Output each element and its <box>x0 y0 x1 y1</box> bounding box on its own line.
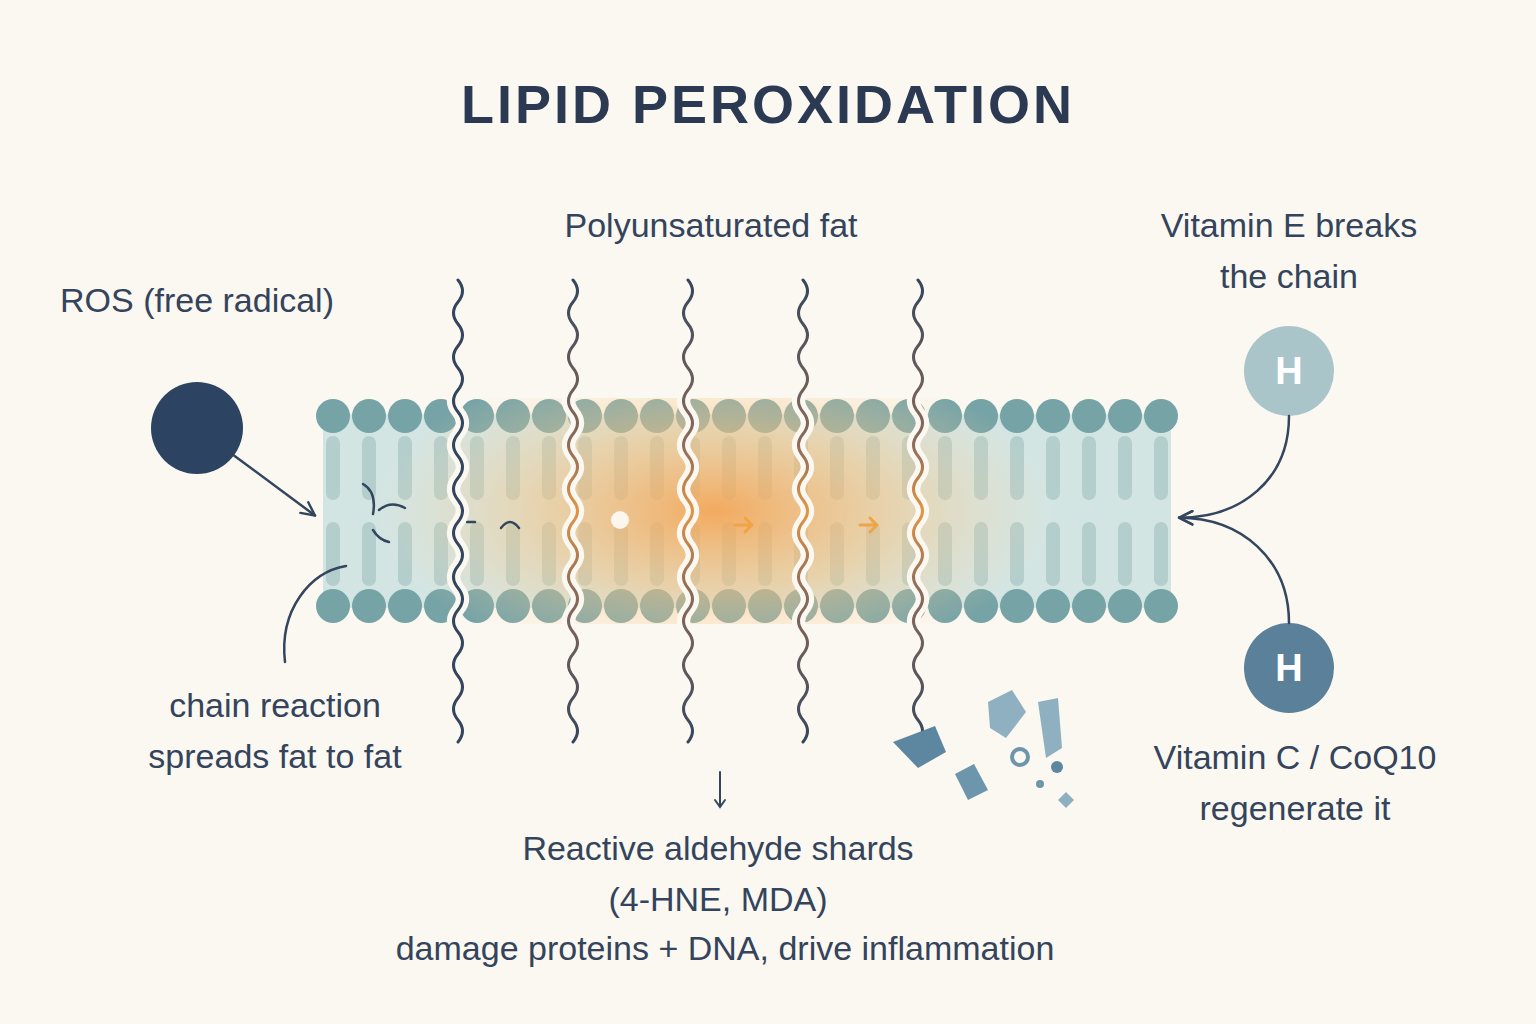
fat-chain-halos <box>454 280 923 742</box>
connector-arrow <box>1179 518 1289 623</box>
oxidation-glow <box>375 398 1055 624</box>
antioxidant-circle: HVitamin C / CoQ10 regenerate it <box>1244 623 1334 713</box>
node-heading: Vitamin E breaks the chain <box>1158 200 1420 302</box>
propagation-arrows <box>735 518 877 532</box>
node-heading: Polyunsaturated fat <box>511 200 911 251</box>
hydrogen-mark: H <box>1244 623 1334 713</box>
hydrogen-mark: H <box>1244 326 1334 416</box>
radical-dot <box>448 530 456 538</box>
radical-circle: ROS (free radical) <box>151 382 243 474</box>
node-caption: Vitamin C / CoQ10 regenerate it <box>1135 732 1455 834</box>
node-heading: ROS (free radical) <box>37 275 357 326</box>
annotation-text: Reactive aldehyde shards (4-HNE, MDA) <box>508 823 928 925</box>
annotation-text: chain reaction spreads fat to fat <box>125 680 425 782</box>
annotation-text: damage proteins + DNA, drive inflammatio… <box>315 923 1135 974</box>
diagram-title: LIPID PEROXIDATION <box>268 72 1268 136</box>
polyunsaturated-chains <box>454 280 923 742</box>
connector-arrow <box>1179 416 1289 518</box>
antioxidant-circle: Vitamin E breaks the chainH <box>1244 326 1334 416</box>
radical-spark <box>611 511 629 529</box>
radical-marks <box>363 484 519 542</box>
aldehyde-shards <box>893 690 1074 808</box>
down-arrow <box>715 772 725 807</box>
lipid-bilayer <box>315 398 1179 624</box>
leader-line <box>284 566 346 662</box>
membrane-band: Polyunsaturated fat <box>315 398 1179 624</box>
connector-arrow <box>234 455 315 515</box>
